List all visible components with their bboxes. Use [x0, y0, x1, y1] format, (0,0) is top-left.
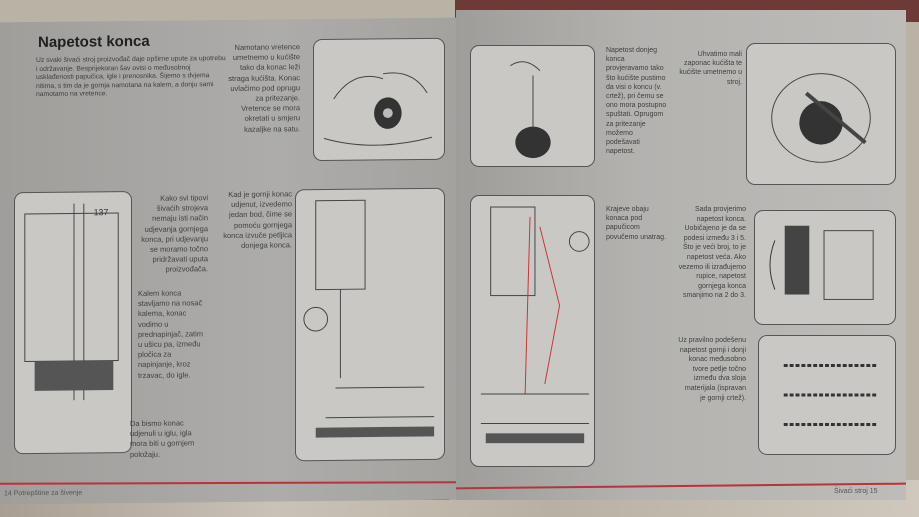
needle-text: Da bismo konac udjenuli u iglu, igla mor… [130, 418, 195, 459]
bobbin-insert-illustration [746, 43, 896, 185]
left-page: Napetost konca Uz svaki šivaći stroj pro… [0, 17, 458, 505]
lower-tension-text: Napetost donjeg konca provjeravamo tako … [606, 47, 667, 156]
bobbin-text: Namotano vretence umetnemo u kućište tak… [228, 42, 300, 134]
tension-check-text: Sada provjerimo napetost konca. Uobičaje… [678, 206, 746, 300]
bobbin-case-hanging-illustration [470, 45, 595, 167]
bobbin-illustration [313, 37, 445, 162]
tension-dial-illustration [754, 210, 896, 325]
insert-text: Uhvatimo mali zaponac kućišta te kućište… [679, 51, 742, 86]
spool-text: Kalem konca stavljamo na nosač kalema, k… [138, 288, 204, 380]
pull-threads-illustration [470, 195, 595, 467]
stitch-loops-illustration [758, 335, 896, 455]
presser-foot-illustration [295, 187, 445, 462]
red-rule [0, 481, 458, 485]
right-page: Napetost donjeg konca provjeravamo tako … [456, 10, 906, 500]
stitch-text: Kad je gornji konac udjenut, izvedemo je… [223, 189, 292, 250]
correct-tension-text: Uz pravilno podešenu napetost gornji i d… [678, 337, 746, 402]
page-footer: Šivaći stroj 15 [834, 488, 878, 495]
page-title: Napetost konca [38, 32, 150, 52]
threading-illustration: 137 [14, 191, 132, 455]
page-footer: 14 Potrepštine za šivenje [4, 489, 83, 498]
intro-text: Uz svaki šivaći stroj proizvođač daje op… [36, 55, 226, 99]
threading-text: Kako svi tipovi šivaćih strojeva nemaju … [141, 193, 208, 275]
pull-threads-text: Krajeve obaju konaca pod papučicom povuč… [606, 206, 666, 241]
diagram-label: 137 [94, 207, 109, 217]
